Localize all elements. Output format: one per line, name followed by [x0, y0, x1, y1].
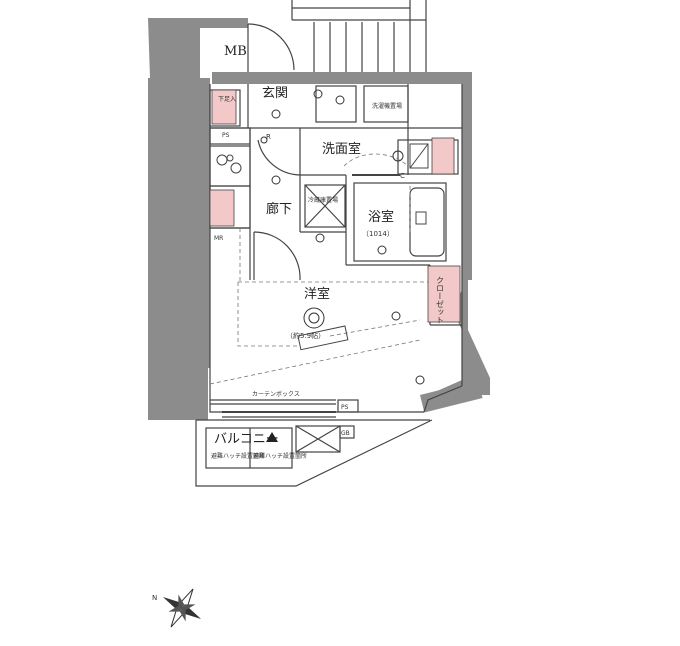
balcony-label: バルコニー — [214, 432, 279, 447]
ceiling-lights — [260, 89, 425, 385]
bath-size-label: （1014） — [362, 230, 394, 238]
light-corridor — [271, 175, 281, 185]
closet-label: クローゼット — [436, 276, 445, 324]
mb-label: MB — [224, 44, 247, 59]
light-room-3 — [415, 375, 425, 385]
ac-unit-icon — [297, 325, 349, 351]
yokushitsu-label: 浴室 — [368, 209, 394, 225]
compass-icon — [162, 588, 202, 628]
washroom-fill — [431, 137, 455, 175]
light-room-2 — [391, 311, 401, 321]
shoe-box-fill — [211, 89, 237, 125]
genkan-label: 玄関 — [262, 86, 288, 101]
storage-label: 冷蔵庫置場 — [308, 196, 338, 204]
bath-drain-icon — [415, 211, 427, 225]
washer-label: 洗濯機置場 — [372, 102, 402, 110]
mr-label: MR — [214, 235, 223, 242]
sink-icon — [409, 143, 429, 169]
youshitsu-label: 洋室 — [304, 286, 330, 302]
kitchen-fill — [209, 189, 235, 227]
hatch-1-label: 避難ハッチ設置箇所 — [211, 452, 265, 460]
curtain-box-label: カーテンボックス — [252, 390, 300, 398]
closet-fill — [427, 265, 461, 323]
light-storage — [315, 233, 325, 243]
dashed-lines — [209, 153, 430, 385]
youshitsu-size-label: （約5.9帖） — [286, 331, 325, 340]
hatch-2-label: 避難ハッチ設置箇所 — [253, 452, 307, 460]
light-top — [313, 89, 323, 99]
north-label: N — [152, 594, 157, 602]
light-room — [303, 307, 325, 329]
ps-bottom-label: PS — [341, 404, 349, 411]
stove-icon — [216, 154, 242, 174]
ps-top-label: PS — [222, 132, 230, 139]
gb-label: GB — [341, 430, 350, 437]
pink-fixtures — [209, 89, 461, 323]
light-bath — [377, 245, 387, 255]
shoe-box-label: 下足入 — [218, 96, 236, 103]
hatch-triangle-icon — [266, 432, 278, 442]
rouka-label: 廊下 — [266, 201, 292, 217]
light-genkan — [271, 109, 281, 119]
c-label: C — [400, 172, 405, 180]
walls — [148, 18, 490, 420]
senmen-label: 洗面室 — [322, 141, 361, 157]
r-label: R — [266, 133, 271, 141]
